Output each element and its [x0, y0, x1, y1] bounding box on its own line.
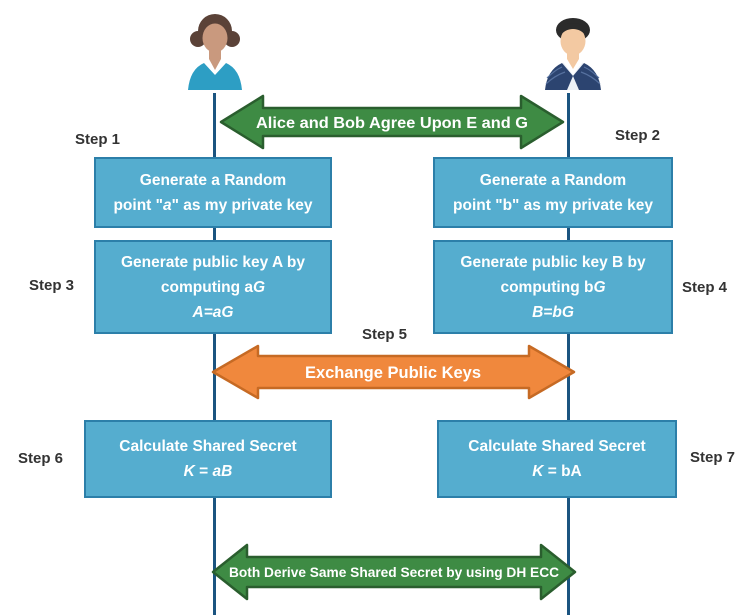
bob-hair-front	[560, 23, 586, 36]
step-5-label: Step 5	[362, 326, 408, 343]
agree-arrow-label: Alice and Bob Agree Upon E and G	[256, 115, 528, 132]
step-1-label: Step 1	[75, 131, 121, 148]
bob-jacket-right	[573, 63, 601, 90]
box-text-line: Calculate Shared Secret	[119, 438, 297, 455]
box-text-line: Generate public key B by	[460, 253, 646, 271]
text-segment: " as my private key	[512, 196, 653, 214]
text-segment: point "	[113, 196, 163, 214]
agree-arrow-shape	[219, 94, 565, 150]
exchange-arrow: Exchange Public Keys	[211, 344, 576, 400]
box-generate-private-b: Generate a Random point "b" as my privat…	[433, 157, 673, 228]
derive-arrow: Both Derive Same Shared Secret by using …	[211, 543, 577, 601]
derive-arrow-shape	[211, 543, 577, 601]
bob-face	[560, 26, 586, 56]
box-text-line: point "b" as my private key	[453, 193, 653, 218]
text-segment: =	[194, 463, 213, 480]
formula-a-equals-ag: A=aG	[192, 303, 234, 321]
derive-arrow-label: Both Derive Same Shared Secret by using …	[229, 564, 559, 580]
step-3-label: Step 3	[29, 277, 75, 294]
box-text-line: computing bG	[500, 275, 605, 300]
text-segment: computing a	[160, 278, 254, 296]
box-text-line: computing aG	[161, 275, 265, 300]
variable-g: G	[253, 278, 266, 296]
box-text-line: point "a" as my private key	[113, 193, 312, 218]
text-segment: point "	[453, 196, 503, 214]
text-segment: =	[543, 463, 562, 480]
bob-jacket-left	[545, 63, 573, 90]
exchange-arrow-label: Exchange Public Keys	[305, 364, 481, 382]
bob-lifeline	[567, 93, 570, 615]
formula-ba: bA	[561, 463, 582, 480]
box-text-line: Calculate Shared Secret	[468, 438, 646, 455]
text-segment: computing b	[500, 278, 594, 296]
box-shared-secret-alice: Calculate Shared Secret K = aB	[84, 420, 332, 498]
alice-hair-left	[190, 31, 206, 47]
variable-k: K	[532, 463, 544, 480]
box-text-line: Generate public key A by	[120, 253, 306, 271]
box-shared-secret-bob: Calculate Shared Secret K = bA	[437, 420, 677, 498]
text-segment: " as my private key	[171, 196, 313, 214]
box-text-line: Generate a Random	[139, 171, 287, 189]
alice-neck	[209, 48, 221, 70]
step-4-label: Step 4	[682, 279, 728, 296]
alice-face	[202, 23, 228, 53]
variable-k: K	[183, 463, 195, 480]
step-6-label: Step 6	[18, 450, 64, 467]
bob-avatar	[545, 18, 601, 90]
box-text-line: K = bA	[532, 459, 582, 484]
formula-ab: aB	[212, 463, 233, 480]
box-public-key-b: Generate public key B by computing bG B=…	[433, 240, 673, 334]
agree-arrow: Alice and Bob Agree Upon E and G	[219, 94, 565, 150]
variable-g: G	[593, 278, 606, 296]
alice-avatar	[188, 14, 242, 90]
variable-a: a	[162, 196, 172, 214]
alice-shirt	[188, 63, 242, 90]
step-2-label: Step 2	[615, 127, 661, 144]
formula-b-equals-bg: B=bG	[532, 303, 574, 321]
box-text-line: K = aB	[184, 459, 233, 484]
box-public-key-a: Generate public key A by computing aG A=…	[94, 240, 332, 334]
step-7-label: Step 7	[690, 449, 736, 466]
alice-lifeline	[213, 93, 216, 615]
bob-jacket-stripes	[545, 66, 601, 85]
alice-hair-right	[224, 31, 240, 47]
box-generate-private-a: Generate a Random point "a" as my privat…	[94, 157, 332, 228]
box-text-line: Generate a Random	[479, 171, 627, 189]
variable-b: b	[502, 196, 513, 214]
exchange-arrow-shape	[211, 344, 576, 400]
